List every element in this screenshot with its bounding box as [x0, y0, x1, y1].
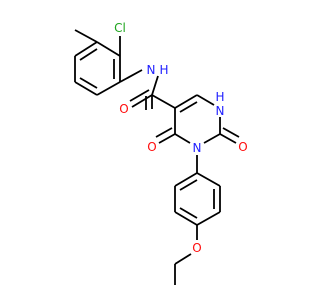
molecule-diagram: Cl N H H N O O N O O [74, 21, 248, 285]
bond [79, 77, 98, 89]
amide-o-double [129, 89, 150, 102]
amide-oxygen-label: O [119, 102, 128, 116]
amide-o-bond [131, 94, 153, 108]
structure-svg: Cl N H H N O O N O O [74, 21, 248, 285]
bond [174, 253, 192, 265]
bond [174, 94, 198, 109]
carbonyl-c5-bond [151, 94, 176, 109]
methyl-bond [74, 29, 98, 43]
ring-nitrogen-label: N [216, 104, 225, 118]
aryl-nh-bond [119, 69, 143, 83]
bond [96, 81, 121, 96]
bond [222, 127, 240, 138]
bond [179, 207, 198, 219]
amide-hydrogen-label: H [159, 63, 168, 77]
ethoxyphenyl-ring [174, 172, 221, 285]
ether-oxygen-label: O [192, 241, 201, 255]
chloromethylphenyl-ring [74, 29, 143, 96]
bond [79, 48, 98, 61]
bond [219, 133, 237, 144]
chlorine-label: Cl [114, 21, 126, 35]
bond [96, 41, 121, 57]
bond [196, 94, 215, 106]
c2-oxygen-label: O [238, 140, 247, 154]
amide-group [129, 75, 176, 110]
c4-oxygen-label: O [147, 140, 156, 154]
ring-hydrogen-label: H [215, 90, 224, 104]
bond [74, 81, 98, 96]
bond [174, 133, 191, 144]
bond [174, 172, 198, 187]
bond [158, 133, 176, 144]
bond [196, 211, 221, 226]
bond [203, 133, 221, 144]
bond [179, 179, 198, 191]
bond [74, 41, 98, 57]
bond [155, 127, 173, 138]
pyrimidine-ring [155, 94, 240, 173]
amide-nitrogen-label: N [147, 63, 156, 77]
bond [196, 172, 221, 187]
n3-nitrogen-label: N [193, 141, 202, 155]
nh-carbonyl-bond [151, 75, 159, 96]
bond [179, 101, 198, 113]
bond [174, 211, 198, 226]
